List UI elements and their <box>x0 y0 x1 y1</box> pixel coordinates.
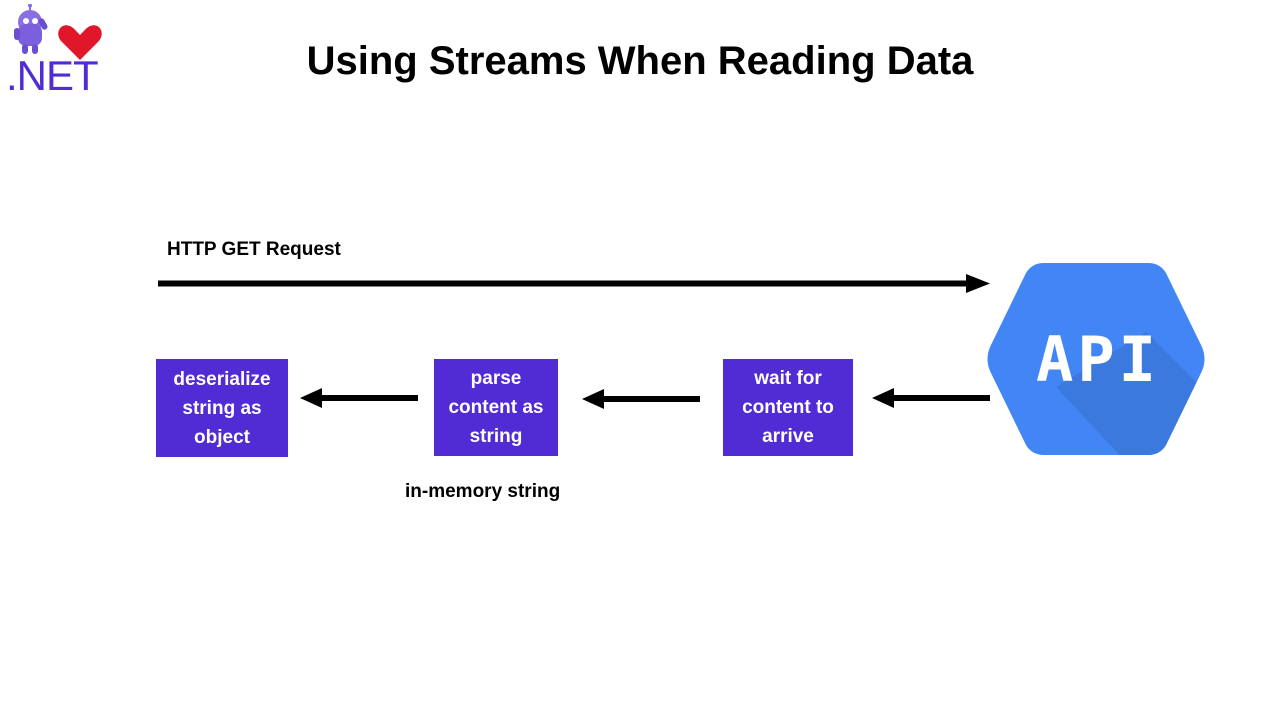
step-wait-box: wait for content to arrive <box>723 359 853 456</box>
dotnet-logo: .NET <box>4 4 108 100</box>
in-memory-note: in-memory string <box>405 481 561 502</box>
step-parse-box: parse content as string <box>434 359 558 456</box>
api-icon: API <box>986 262 1206 456</box>
step-deserialize-box: deserialize string as object <box>156 359 288 457</box>
arrow-to-deserialize <box>300 388 418 408</box>
step-deserialize-label: deserialize string as object <box>173 368 271 448</box>
step-parse-label: parse content as string <box>448 368 544 447</box>
request-label: HTTP GET Request <box>167 239 341 260</box>
dotnet-bot-icon <box>14 4 102 60</box>
arrow-to-wait <box>872 388 990 408</box>
arrow-to-parse <box>582 389 700 409</box>
heart-icon <box>58 25 102 60</box>
api-label: API <box>1036 322 1160 396</box>
page-title: Using Streams When Reading Data <box>306 39 974 83</box>
dotnet-logo-text: .NET <box>6 52 99 99</box>
request-arrow <box>158 274 990 293</box>
step-wait-label: wait for content to arrive <box>742 368 834 447</box>
